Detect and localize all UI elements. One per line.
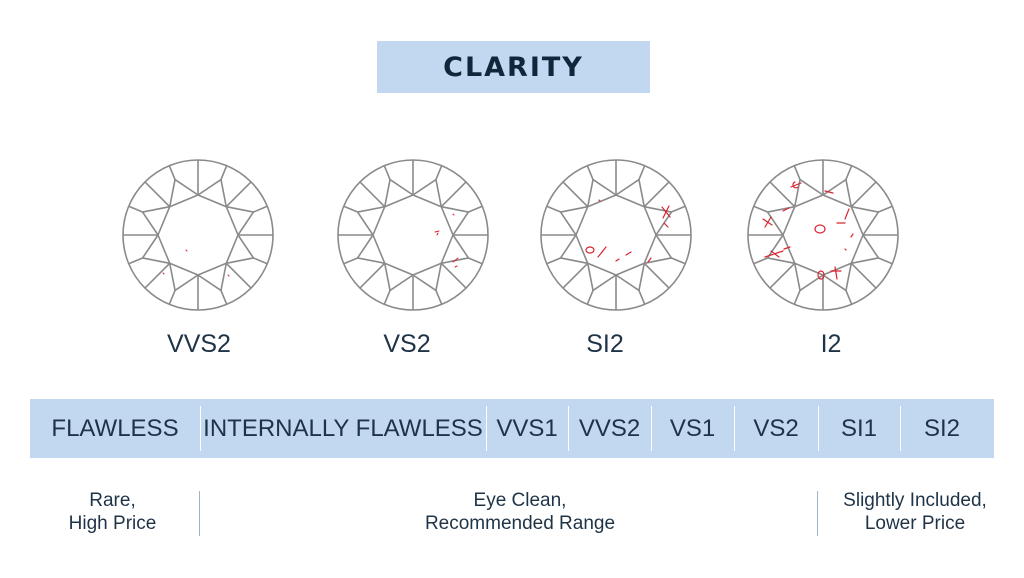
round-diamond-icon	[540, 159, 692, 311]
scale-cell-vs2: VS2	[753, 414, 799, 442]
note-divider	[817, 491, 818, 536]
note-line: High Price	[68, 513, 157, 534]
note-line: Slightly Included,	[843, 490, 987, 511]
note-slightly-included: Slightly Included, Lower Price	[826, 489, 1004, 535]
scale-cell-si2: SI2	[923, 414, 961, 442]
round-diamond-icon	[122, 159, 274, 311]
note-line: Rare,	[89, 490, 136, 511]
grade-label-vvs2: VVS2	[167, 330, 231, 358]
round-diamond-icon	[337, 159, 489, 311]
clarity-scale-bar: FLAWLESS INTERNALLY FLAWLESS VVS1 VVS2 V…	[30, 399, 994, 458]
scale-cell-vvs1: VVS1	[496, 414, 558, 442]
diamond-si2-icon	[538, 157, 694, 313]
scale-cell-vvs2: VVS2	[578, 414, 641, 442]
scale-divider	[200, 406, 201, 451]
scale-cell-flawless: FLAWLESS	[51, 414, 179, 442]
diamond-vvs2-icon	[120, 157, 276, 313]
scale-cell-internally-flawless: INTERNALLY FLAWLESS	[203, 414, 483, 442]
round-diamond-icon	[747, 159, 899, 311]
diamond-i2-icon	[745, 157, 901, 313]
note-rare: Rare, High Price	[40, 489, 185, 535]
note-eye-clean: Eye Clean, Recommended Range	[370, 489, 670, 535]
scale-divider	[734, 406, 735, 451]
scale-divider	[486, 406, 487, 451]
scale-divider	[900, 406, 901, 451]
scale-divider	[568, 406, 569, 451]
scale-divider	[818, 406, 819, 451]
grade-label-vs2: VS2	[383, 330, 431, 358]
diamond-vs2-icon	[335, 157, 491, 313]
page-title: CLARITY	[443, 51, 584, 83]
note-line: Lower Price	[864, 513, 966, 534]
scale-cell-si1: SI1	[840, 414, 878, 442]
note-line: Eye Clean,	[473, 490, 567, 511]
scale-divider	[651, 406, 652, 451]
grade-label-si2: SI2	[586, 330, 624, 358]
title-banner: CLARITY	[377, 41, 650, 93]
note-divider	[199, 491, 200, 536]
grade-label-i2: I2	[820, 330, 842, 358]
note-line: Recommended Range	[424, 513, 616, 534]
scale-cell-vs1: VS1	[669, 414, 716, 442]
